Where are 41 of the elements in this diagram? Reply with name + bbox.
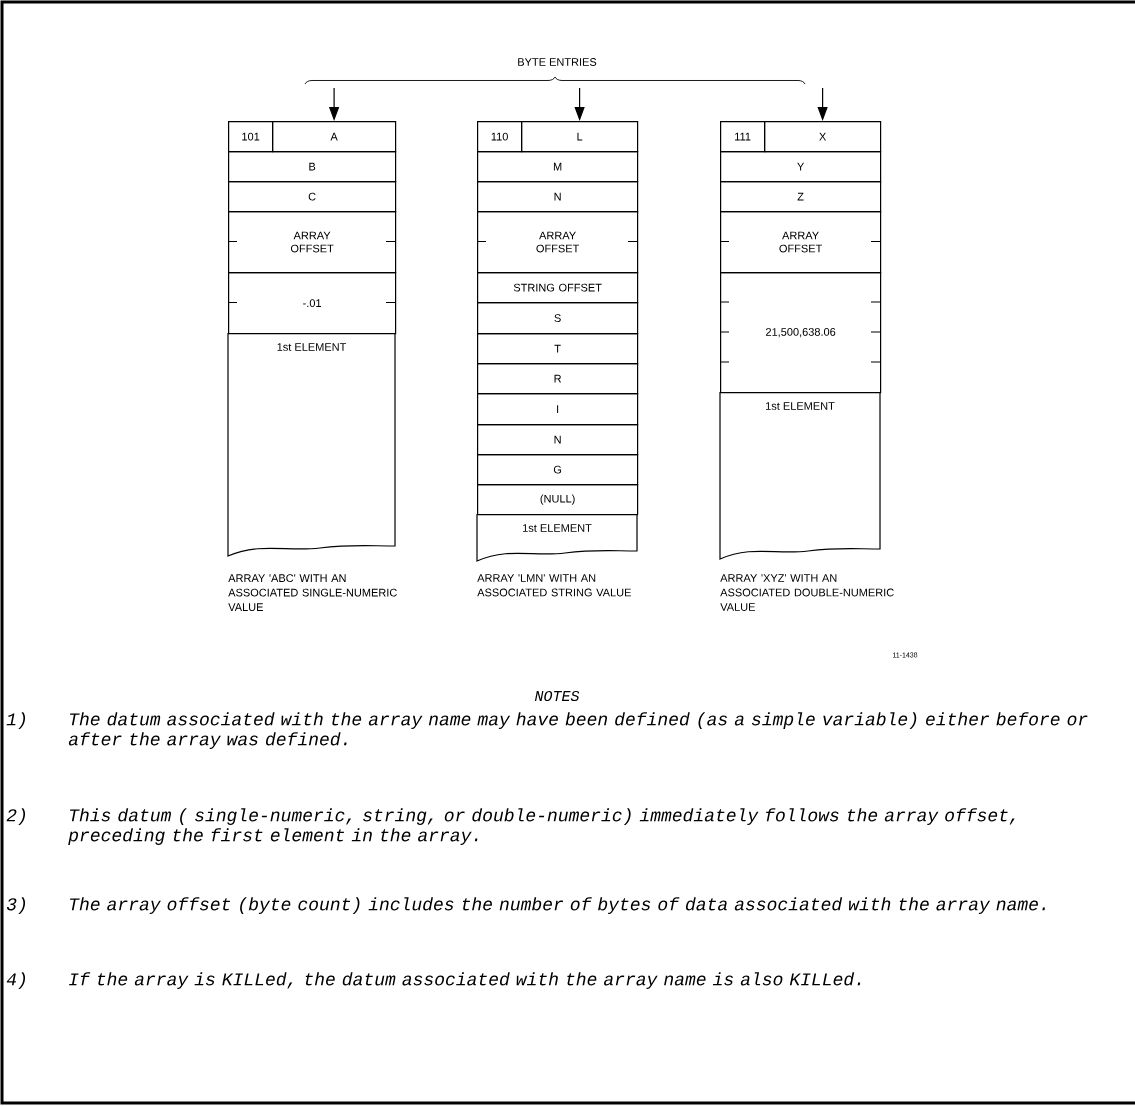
note-text: If the array is KILLed, the datum associated with the array name is also KILLed.	[69, 972, 861, 989]
type-code-cell: 110	[477, 121, 523, 153]
type-code-cell: 111	[720, 121, 766, 153]
note-number: 1)	[6, 712, 26, 729]
memory-cell: C	[228, 181, 397, 213]
note-text: The array offset (byte count) includes the number of bytes of data associated with the array name.	[70, 897, 1045, 914]
memory-cell: N	[477, 424, 639, 456]
memory-cell: ARRAY OFFSET	[719, 211, 882, 274]
memory-cell: R	[477, 363, 639, 395]
memory-cell: 21,500,638.06	[719, 272, 882, 394]
memory-cell: G	[477, 454, 639, 486]
note-text: This datum ( single-numeric, string, or double-numeric) immediately follows the array offset, preceding the first element in the array.	[68, 808, 1015, 845]
array-caption: ARRAY 'ABC' WITH AN ASSOCIATED SINGLE-NUMERIC VALUE	[228, 574, 397, 611]
memory-cell: ARRAY OFFSET	[227, 211, 397, 274]
array-caption: ARRAY 'XYZ' WITH AN ASSOCIATED DOUBLE-NUMERIC VALUE	[720, 574, 894, 611]
note-text: The datum associated with the array name may have been defined (as a simple variable) either before or after the array was defined.	[68, 712, 1088, 749]
memory-cell: S	[477, 302, 639, 335]
array-caption: ARRAY 'LMN' WITH AN ASSOCIATED STRING VALUE	[477, 574, 631, 597]
open-end-cell: 1st ELEMENT	[476, 513, 638, 562]
memory-cell: I	[477, 393, 639, 426]
memory-cell: -.01	[227, 272, 397, 335]
memory-cell: STRING OFFSET	[477, 272, 639, 304]
memory-cell: N	[477, 181, 639, 213]
memory-cell: (NULL)	[477, 484, 639, 516]
note-number: 2)	[6, 808, 26, 825]
bracket-label: BYTE ENTRIES	[518, 58, 597, 66]
note-number: 4)	[6, 972, 26, 989]
memory-cell: ARRAY OFFSET	[476, 211, 639, 274]
memory-cell: T	[477, 333, 639, 365]
memory-cell: M	[477, 151, 639, 183]
type-code-cell: 101	[228, 121, 274, 153]
memory-cell: B	[228, 151, 397, 183]
memory-cell: L	[521, 121, 639, 153]
memory-cell: Z	[720, 181, 882, 213]
memory-cell: Y	[720, 151, 882, 183]
open-end-cell: 1st ELEMENT	[719, 391, 881, 560]
note-number: 3)	[7, 897, 26, 914]
memory-cell: A	[272, 121, 397, 153]
notes-heading: NOTES	[534, 690, 580, 702]
open-end-cell: 1st ELEMENT	[227, 332, 396, 557]
memory-cell: X	[764, 121, 882, 153]
